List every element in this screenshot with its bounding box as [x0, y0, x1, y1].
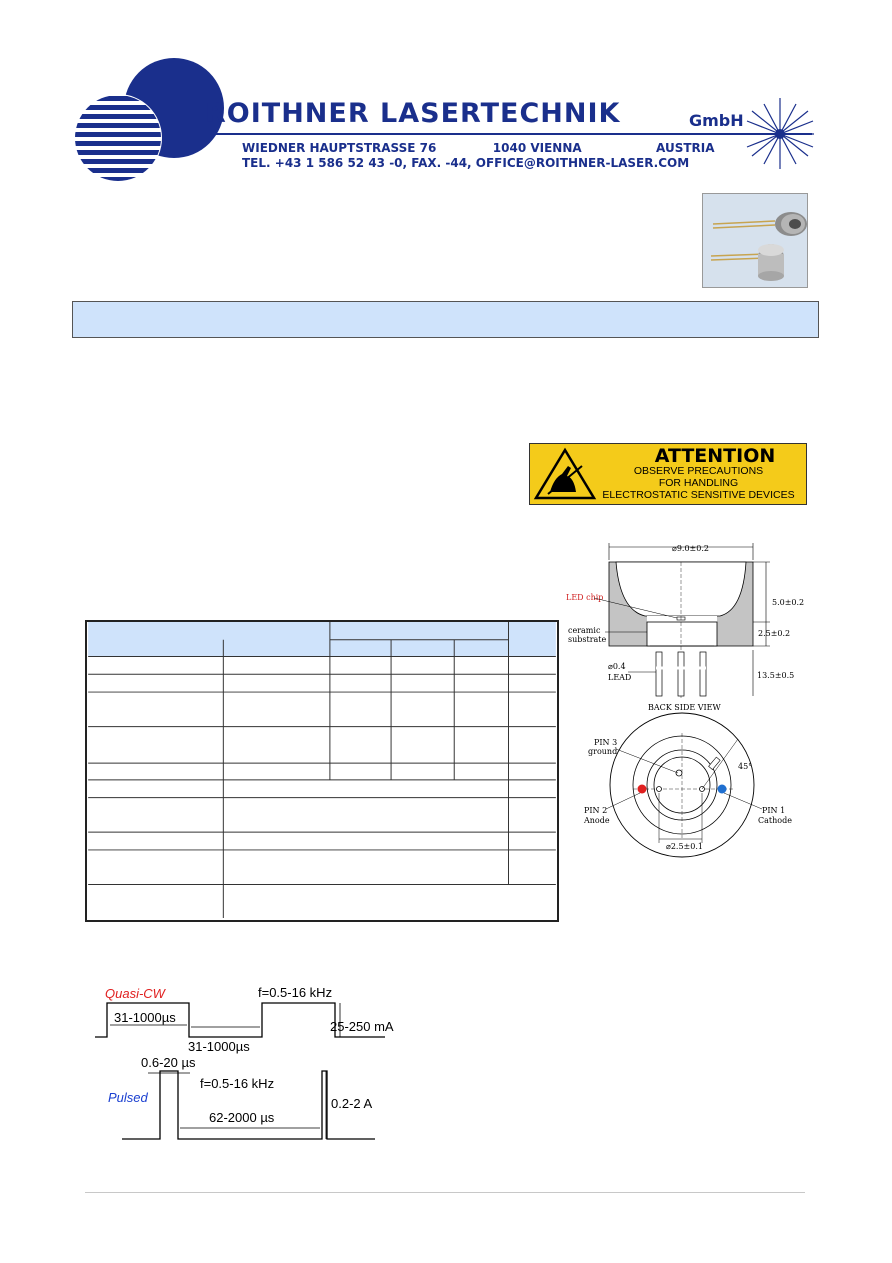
- pin3-function: ground: [588, 747, 617, 756]
- substrate-label: substrate: [568, 635, 607, 644]
- pin2-function: Anode: [583, 816, 610, 825]
- quasi-cw-width: 31-1000µs: [114, 1010, 176, 1025]
- ceramic-substrate: [646, 621, 718, 647]
- lead-3: [699, 651, 707, 697]
- esd-line-3: ELECTROSTATIC SENSITIVE DEVICES: [602, 489, 795, 501]
- package-back-view-drawing: BACK SIDE VIEW PIN 3 ground PIN 2 Anode …: [583, 703, 792, 858]
- cathode-marker: [717, 784, 727, 794]
- anode-marker: [637, 784, 647, 794]
- esd-line-2: FOR HANDLING: [658, 477, 739, 489]
- address-street: WIEDNER HAUPTSTRASSE 76: [242, 141, 437, 155]
- dim-diameter: ⌀9.0±0.2: [672, 544, 709, 553]
- spec-table: [85, 620, 559, 922]
- esd-title: ATTENTION: [654, 445, 776, 467]
- title-band: [72, 301, 819, 338]
- address-line: WIEDNER HAUPTSTRASSE 76 1040 VIENNA AUST…: [242, 141, 715, 155]
- led-chip-label: LED chip: [566, 593, 603, 602]
- header-rule: [205, 133, 812, 135]
- pulsed-width: 0.6-20 µs: [141, 1055, 196, 1070]
- quasi-cw-frequency: f=0.5-16 kHz: [258, 985, 332, 1000]
- quasi-cw-wave: [95, 1002, 385, 1038]
- dim-base-height: 2.5±0.2: [758, 629, 790, 638]
- pitch-label: ⌀2.5±0.1: [666, 842, 703, 851]
- address-country: AUSTRIA: [656, 141, 715, 155]
- esd-line-1: OBSERVE PRECAUTIONS: [633, 465, 764, 477]
- pin-3-hole: [675, 769, 683, 777]
- pulsed-wave: [122, 1070, 375, 1140]
- lead-diameter-label: ⌀0.4: [608, 662, 626, 671]
- pin2-label: PIN 2: [584, 806, 607, 815]
- company-name: ROITHNER LASERTECHNIK: [205, 98, 621, 129]
- pin1-label: PIN 1: [762, 806, 785, 815]
- product-photo: [702, 193, 808, 288]
- outer-ring: [609, 712, 755, 858]
- logo-stripes: [75, 96, 161, 181]
- angle-label: 45°: [738, 762, 752, 771]
- dim-height: 5.0±0.2: [772, 598, 804, 607]
- pulsed-amplitude: 0.2-2 A: [331, 1096, 373, 1111]
- esd-attention-label: ATTENTION OBSERVE PRECAUTIONS FOR HANDLI…: [529, 443, 807, 505]
- pin3-label: PIN 3: [594, 738, 617, 747]
- esd-warning-icon: [533, 447, 597, 500]
- company-logo: [74, 58, 814, 182]
- pulsed-gap: 62-2000 µs: [209, 1110, 275, 1125]
- lead-1: [655, 651, 663, 697]
- quasi-cw-label: Quasi-CW: [105, 986, 167, 1001]
- back-view-title: BACK SIDE VIEW: [648, 703, 722, 712]
- quasi-cw-gap: 31-1000µs: [188, 1039, 250, 1054]
- quasi-cw-amplitude: 25-250 mA: [330, 1019, 394, 1034]
- footer-rule: [85, 1192, 805, 1193]
- address-city: 1040 VIENNA: [492, 141, 582, 155]
- lead-2: [677, 651, 685, 697]
- pin1-function: Cathode: [758, 816, 792, 825]
- pulsed-frequency: f=0.5-16 kHz: [200, 1076, 274, 1091]
- drive-waveform-diagram: Quasi-CW 31-1000µs 31-1000µs f=0.5-16 kH…: [95, 985, 394, 1140]
- lead-label: LEAD: [608, 673, 631, 682]
- pulsed-label: Pulsed: [108, 1090, 149, 1105]
- company-suffix: GmbH: [689, 111, 744, 130]
- package-side-drawing: ⌀9.0±0.2 5.0±0.2 2.5±0.2 LED chip cerami…: [566, 543, 804, 698]
- dim-lead-length: 13.5±0.5: [757, 671, 794, 680]
- table-header: [88, 622, 556, 657]
- ceramic-label: ceramic: [568, 626, 601, 635]
- contact-line: TEL. +43 1 586 52 43 -0, FAX. -44, OFFIC…: [242, 156, 690, 170]
